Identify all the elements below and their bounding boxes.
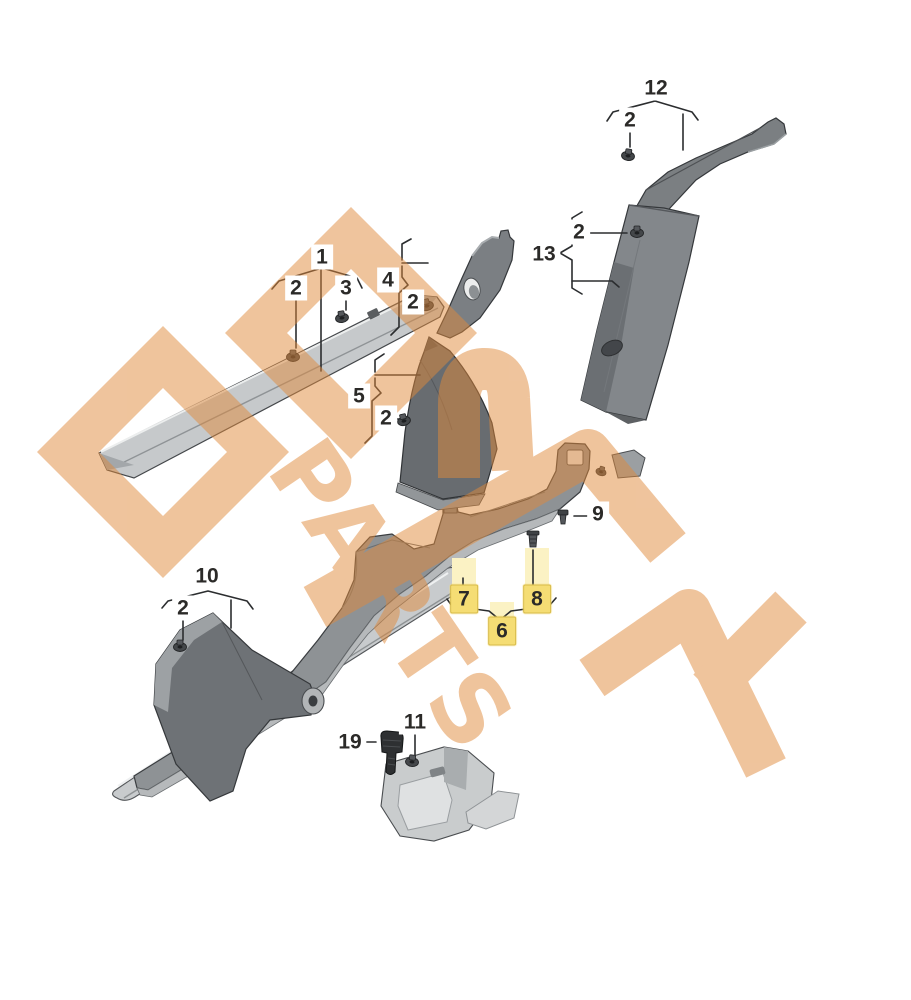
callout-5[interactable]: 5 xyxy=(348,383,370,409)
callout-8-highlighted[interactable]: 8 xyxy=(523,584,551,614)
callout-3[interactable]: 3 xyxy=(335,275,357,301)
screw-icon xyxy=(557,509,569,525)
callout-2d[interactable]: 2 xyxy=(619,107,641,133)
part-footrest-trim xyxy=(380,746,520,842)
bracket-10 xyxy=(161,590,254,610)
callout-12[interactable]: 12 xyxy=(639,75,673,101)
fastener-clips xyxy=(173,147,644,768)
callout-2c[interactable]: 2 xyxy=(375,405,397,431)
callout-10[interactable]: 10 xyxy=(190,563,224,589)
watermark-bracket-icon xyxy=(438,348,534,478)
callout-2b[interactable]: 2 xyxy=(402,289,424,315)
callout-19[interactable]: 19 xyxy=(333,729,367,755)
highlight-band xyxy=(525,548,549,586)
callout-2e[interactable]: 2 xyxy=(568,219,590,245)
part-upper-pillar-panel xyxy=(436,229,515,339)
callout-2f[interactable]: 2 xyxy=(172,595,194,621)
clip-icon xyxy=(333,309,350,325)
callout-13[interactable]: 13 xyxy=(527,241,561,267)
watermark-diamond-icon xyxy=(37,326,289,578)
part-corner-trim xyxy=(153,612,325,802)
callout-11[interactable]: 11 xyxy=(398,709,432,735)
bracket-12 xyxy=(606,100,699,122)
callout-7-highlighted[interactable]: 7 xyxy=(450,584,478,614)
callout-2a[interactable]: 2 xyxy=(285,275,307,301)
part-c-pillar-lower-trim xyxy=(580,204,700,424)
highlight-band xyxy=(452,558,476,586)
callout-1[interactable]: 1 xyxy=(311,244,333,270)
watermark-bracket-icon xyxy=(579,589,786,778)
watermark-text: PARTS xyxy=(246,419,536,771)
callout-4[interactable]: 4 xyxy=(377,267,399,293)
callout-9[interactable]: 9 xyxy=(587,501,609,527)
clip-icon xyxy=(620,147,636,162)
callout-6-highlighted[interactable]: 6 xyxy=(488,616,516,646)
part-hook xyxy=(380,730,404,775)
watermark-stripe xyxy=(303,429,686,628)
watermark-diamond-icon xyxy=(225,207,477,459)
rivet-icon xyxy=(526,530,540,548)
watermark-stripe xyxy=(693,591,807,706)
